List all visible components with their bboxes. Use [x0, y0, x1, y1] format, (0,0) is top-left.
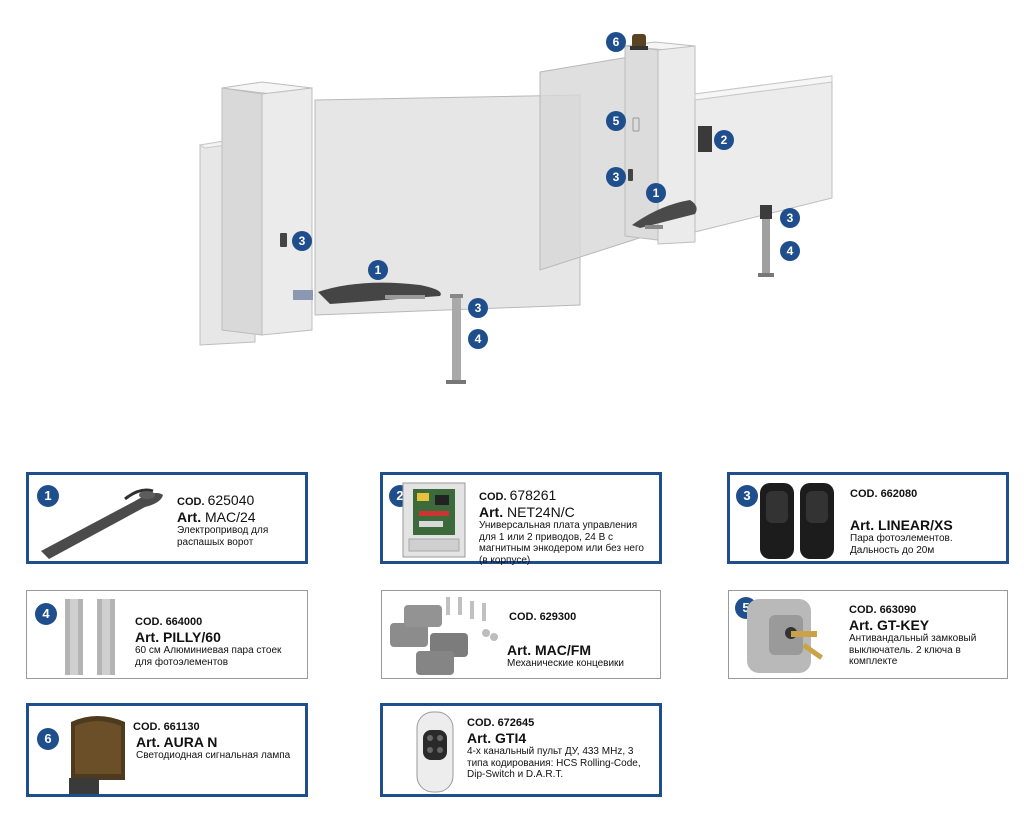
art-label: Art.	[136, 734, 161, 750]
cod-value: 625040	[207, 492, 255, 508]
product-article: Art. GTI4	[467, 730, 647, 746]
product-code: COD. 629300	[509, 610, 576, 624]
photocell-pair-icon	[760, 483, 834, 559]
art-label: Art.	[479, 504, 504, 520]
scene-badge-photocell-right-post: 3	[780, 208, 800, 228]
scene-badge-post-left: 4	[468, 329, 488, 349]
product-description: 60 см Алюминиевая пара стоек для фотоэле…	[135, 645, 282, 668]
cod-label: COD.	[467, 717, 495, 729]
scene-badge-lamp: 6	[606, 32, 626, 52]
art-label: Art.	[467, 730, 492, 746]
scene-badge-photocell-right-pillar: 3	[606, 167, 626, 187]
art-value: PILLY/60	[163, 629, 221, 645]
product-description: Механические концевики	[507, 658, 625, 669]
cod-label: COD.	[177, 496, 205, 508]
product-code: COD. 664000	[135, 615, 300, 629]
product-card-pilly60: 4 COD. 664000 Art. PILLY/60 60 см Алюмин…	[26, 590, 308, 679]
cod-value: 678261	[509, 487, 557, 503]
art-value: GTI4	[495, 730, 527, 746]
aluminium-post-icon	[65, 599, 115, 675]
cod-value: 629300	[539, 611, 577, 623]
cod-value: 661130	[163, 721, 200, 733]
scene-badge-motor-right: 1	[646, 183, 666, 203]
product-description: Электропривод для распашых ворот	[177, 525, 269, 548]
cod-label: COD.	[849, 604, 877, 616]
cod-value: 664000	[165, 616, 203, 628]
art-value: MAC/24	[205, 509, 256, 525]
product-code: COD. 663090	[849, 603, 999, 617]
product-code: COD. 661130	[133, 720, 311, 734]
product-article: Art. MAC/24	[177, 509, 292, 525]
art-value: LINEAR/XS	[878, 517, 953, 533]
product-description: Антивандальный замковый выключатель. 2 к…	[849, 633, 977, 667]
scene-badge-key-switch: 5	[606, 111, 626, 131]
cod-value: 662080	[880, 488, 918, 500]
product-number-badge: 1	[37, 485, 59, 507]
scene-badge-photocell-left-pillar: 3	[292, 231, 312, 251]
product-article: Art. NET24N/C	[479, 504, 654, 520]
product-card-net24nc: 2 COD. 678261 Art. NET24N/C Универсальна…	[380, 472, 662, 566]
product-card-linear-xs: 3 COD. 662080 Art. LINEAR/XS Пара фотоэл…	[727, 472, 1009, 564]
product-code: COD. 625040	[177, 493, 292, 509]
product-card-mac24: 1 COD. 625040 Art. MAC/24 Электропривод …	[26, 472, 308, 564]
product-article: Art. AURA N	[136, 734, 311, 750]
art-label: Art.	[177, 509, 202, 525]
product-article: Art. LINEAR/XS	[850, 517, 975, 533]
product-number-badge: 6	[37, 728, 59, 750]
art-value: MAC/FM	[535, 642, 592, 658]
product-article: Art. MAC/FM	[507, 642, 657, 658]
product-card-gt-key: 5 COD. 663090 Art. GT-KEY Антивандальный…	[728, 590, 1008, 679]
mechanical-limit-stop-icon	[390, 597, 498, 675]
product-description: Универсальная плата управления для 1 или…	[479, 520, 644, 566]
scene-badge-post-right: 4	[780, 241, 800, 261]
key-switch-icon	[747, 599, 824, 673]
product-card-mac-fm: COD. 629300 Art. MAC/FM Механические кон…	[381, 590, 661, 679]
control-board-icon	[402, 482, 466, 558]
product-code: COD. 672645	[467, 716, 647, 730]
product-description: Пара фотоэлементов. Дальность до 20м	[850, 533, 953, 556]
product-article: Art. GT-KEY	[849, 617, 999, 633]
art-label: Art.	[135, 629, 160, 645]
signal-lamp-icon	[69, 716, 125, 794]
scene-badge-photocell-left-post: 3	[468, 298, 488, 318]
cod-label: COD.	[509, 611, 537, 623]
scene-badge-motor-left: 1	[368, 260, 388, 280]
swing-gate-motor-icon	[41, 488, 163, 559]
art-label: Art.	[507, 642, 532, 658]
product-card-aura-n: 6 COD. 661130 Art. AURA N Светодиодная с…	[26, 703, 308, 797]
product-code: COD. 662080	[850, 487, 917, 501]
product-description: Светодиодная сигнальная лампа	[136, 750, 291, 761]
product-card-gti4: COD. 672645 Art. GTI4 4-х канальный пуль…	[380, 703, 662, 797]
art-value: NET24N/C	[507, 504, 575, 520]
remote-control-icon	[416, 711, 454, 793]
cod-value: 672645	[497, 717, 535, 729]
art-label: Art.	[849, 617, 874, 633]
cod-value: 663090	[879, 604, 917, 616]
cod-label: COD.	[135, 616, 163, 628]
product-article: Art. PILLY/60	[135, 629, 300, 645]
art-label: Art.	[850, 517, 875, 533]
cod-label: COD.	[133, 721, 161, 733]
cod-label: COD.	[850, 488, 878, 500]
product-description: 4-х канальный пульт ДУ, 433 MHz, 3 типа …	[467, 746, 641, 780]
product-number-badge: 3	[736, 485, 758, 507]
gate-scene-illustration	[198, 34, 833, 384]
art-value: GT-KEY	[877, 617, 930, 633]
gate-installation-diagram: 6 5 2 3 1 3 3 1 4 3 4	[198, 32, 833, 384]
cod-label: COD.	[479, 491, 507, 503]
product-code: COD. 678261	[479, 488, 654, 504]
art-value: AURA N	[163, 734, 218, 750]
scene-badge-control-board: 2	[714, 130, 734, 150]
product-number-badge: 4	[35, 603, 57, 625]
